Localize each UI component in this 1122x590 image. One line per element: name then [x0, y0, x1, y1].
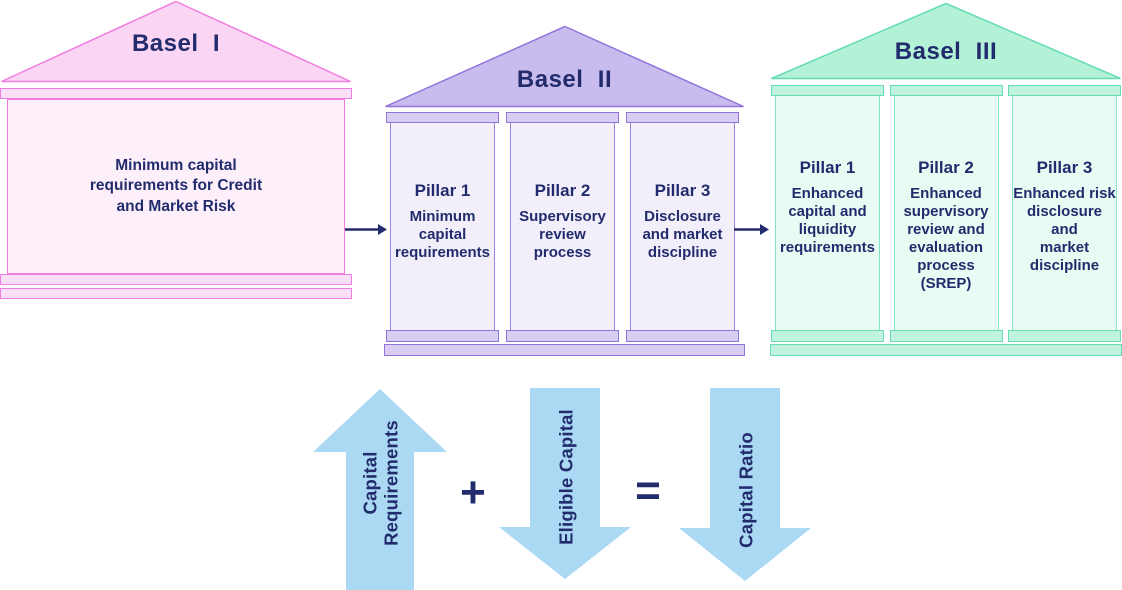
- basel-1-base-lower: [0, 288, 352, 299]
- basel-2-roof-shape: [385, 25, 744, 108]
- pillar-base: [506, 330, 619, 342]
- capital-ratio-down-arrow: [679, 388, 811, 581]
- equals-operator: =: [635, 466, 661, 515]
- eligible-capital-label: Eligible Capital: [555, 409, 577, 545]
- pillar-title: Pillar 1: [799, 158, 856, 177]
- pillar-capital: [626, 112, 739, 123]
- basel-1-entablature: [0, 88, 352, 99]
- basel-3-pillar-2: Pillar 2 Enhanced supervisory review and…: [889, 85, 1003, 342]
- basel-1-title: Basel I: [131, 30, 221, 57]
- pillar-shaft: Pillar 3 Disclosure and market disciplin…: [630, 123, 735, 330]
- temple-basel-1: Basel I Minimum capital requirements for…: [0, 0, 352, 299]
- temple-basel-2: Basel II Pillar 1 Minimum capital requir…: [384, 25, 745, 356]
- capital-requirements-up-arrow: [313, 389, 447, 590]
- basel-3-roof: [771, 2, 1121, 80]
- capital-requirements-label: Capital Requirements: [359, 420, 402, 546]
- plus-operator: +: [460, 468, 486, 517]
- down-arrow-shape: [499, 388, 631, 579]
- basel-3-pillar-3: Pillar 3 Enhanced risk disclosure and ma…: [1008, 85, 1121, 342]
- down-arrow-shape: [679, 388, 811, 581]
- basel-2-title: Basel II: [516, 66, 613, 93]
- arrow-basel2-to-basel3: [734, 224, 769, 235]
- basel-2-pillar-3: Pillar 3 Disclosure and market disciplin…: [626, 112, 739, 342]
- pillar-description: Disclosure and market discipline: [642, 208, 723, 261]
- pillar-capital: [386, 112, 499, 123]
- pillar-description: Enhanced capital and liquidity requireme…: [779, 185, 876, 256]
- basel-1-base-upper: [0, 274, 352, 285]
- pillar-shaft: Pillar 2 Enhanced supervisory review and…: [893, 96, 999, 330]
- pillar-shaft: Pillar 1 Minimum capital requirements: [390, 123, 495, 330]
- basel-2-pillar-2: Pillar 2 Supervisory review process: [506, 112, 619, 342]
- pillar-title: Pillar 2: [534, 181, 591, 200]
- up-arrow-shape: [313, 389, 447, 590]
- pillar-title: Pillar 3: [1036, 158, 1093, 177]
- arrow-basel1-to-basel2: [345, 224, 387, 235]
- pillar-shaft: Pillar 3 Enhanced risk disclosure and ma…: [1012, 96, 1117, 330]
- capital-ratio-label: Capital Ratio: [735, 432, 757, 548]
- basel-3-pillar-1: Pillar 1 Enhanced capital and liquidity …: [771, 85, 884, 342]
- pillar-title: Pillar 3: [654, 181, 711, 200]
- arrow-head: [378, 224, 387, 235]
- basel-1-body-text: Minimum capital requirements for Credit …: [89, 157, 263, 215]
- basel-3-pillars: Pillar 1 Enhanced capital and liquidity …: [771, 85, 1121, 342]
- pillar-capital: [889, 85, 1003, 96]
- pillar-capital: [1008, 85, 1121, 96]
- pillar-shaft: Pillar 2 Supervisory review process: [510, 123, 615, 330]
- basel-1-roof-shape: [1, 0, 351, 83]
- pillar-base: [771, 330, 884, 342]
- pillar-shaft: Pillar 1 Enhanced capital and liquidity …: [775, 96, 880, 330]
- pillar-title: Pillar 2: [918, 158, 974, 177]
- pillar-base: [626, 330, 739, 342]
- basel-2-roof: [385, 25, 744, 108]
- basel-1-roof: [1, 0, 351, 83]
- basel-2-pillars: Pillar 1 Minimum capital requirements Pi…: [386, 112, 739, 342]
- temple-basel-3: Basel III Pillar 1 Enhanced capital and …: [770, 2, 1122, 356]
- basel-2-foundation: [384, 344, 745, 356]
- pillar-base: [386, 330, 499, 342]
- pillar-description: Enhanced risk disclosure and market disc…: [1013, 185, 1116, 274]
- arrow-head: [760, 224, 769, 235]
- pillar-capital: [771, 85, 884, 96]
- basel-3-roof-shape: [771, 2, 1121, 80]
- pillar-base: [1008, 330, 1121, 342]
- basel-2-pillar-1: Pillar 1 Minimum capital requirements: [386, 112, 499, 342]
- eligible-capital-down-arrow: [499, 388, 631, 579]
- pillar-base: [889, 330, 1003, 342]
- basel-1-body: Minimum capital requirements for Credit …: [7, 99, 345, 274]
- pillar-description: Minimum capital requirements: [394, 208, 491, 261]
- pillar-title: Pillar 1: [414, 181, 471, 200]
- pillar-description: Supervisory review process: [519, 208, 606, 261]
- pillar-capital: [506, 112, 619, 123]
- pillar-description: Enhanced supervisory review and evaluati…: [903, 185, 989, 292]
- basel-3-foundation: [770, 344, 1122, 356]
- basel-3-title: Basel III: [894, 38, 998, 65]
